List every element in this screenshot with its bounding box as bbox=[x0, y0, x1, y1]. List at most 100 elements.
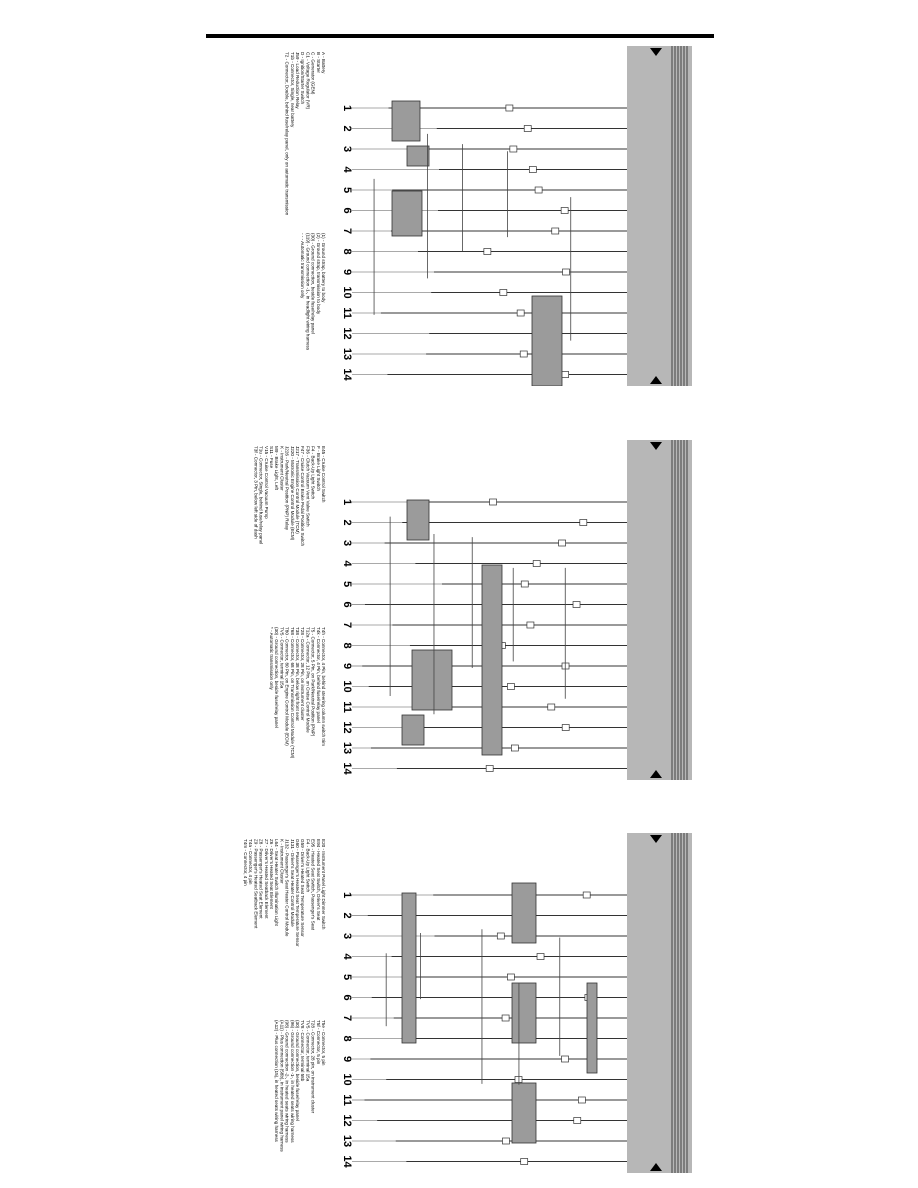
legend-entry-component: E95 - Heated Seat Switch, Passenger's Se… bbox=[311, 839, 316, 931]
component-module bbox=[511, 982, 537, 1044]
legend-entry-component: E94 - Heated Seat Switch, Driver's Seat bbox=[316, 839, 321, 921]
track-number: 7 bbox=[341, 1015, 353, 1021]
legend-entry-connection: T28 - Connector, 28 pin, on instrument c… bbox=[311, 1020, 316, 1114]
legend-entry-component: T4m - Connector, 4 pin bbox=[243, 839, 248, 886]
track-number: 8 bbox=[341, 248, 353, 254]
wire-connector bbox=[505, 104, 514, 112]
legend-entry-component: S11 - Fuse bbox=[269, 446, 274, 469]
legend-entry-connection: T5f - Connector, 5 pin bbox=[316, 1020, 321, 1065]
wire-connector bbox=[501, 1014, 510, 1022]
wire-connector bbox=[573, 1117, 582, 1124]
track-number: 5 bbox=[341, 974, 353, 980]
wire-connector bbox=[561, 1055, 569, 1063]
legend-entry-component: K - Instrument Cluster bbox=[279, 446, 284, 491]
legend-entry-component: T2 - Connector, Double, behind fuse/rela… bbox=[285, 52, 290, 216]
wire-connector bbox=[560, 207, 569, 214]
legend-entry-component: F47 - Cruise Control Brake Pedal Positio… bbox=[300, 446, 305, 547]
component-module bbox=[401, 892, 417, 1044]
legend-entry-connection: (30) - Ground connection, beside fuse/re… bbox=[274, 627, 279, 728]
fuse-relay-panel-band bbox=[627, 440, 692, 780]
legend-entry-component: T1b - Connector, Single, near battery bbox=[290, 52, 295, 128]
legend-entry-connection: T80 - Connector, 80 Pin, on Engine Contr… bbox=[285, 627, 290, 746]
track-number: 3 bbox=[341, 540, 353, 546]
track-number: 7 bbox=[341, 228, 353, 234]
legend-entry-connection: (1) - Ground strap, battery to body bbox=[321, 233, 326, 303]
legend-entry-component: M9 - Brake Light, Left bbox=[274, 446, 279, 491]
track-number: 13 bbox=[341, 742, 353, 754]
legend-entry-component: Z6 - Driver's Heated Seat Element bbox=[269, 839, 274, 910]
legend-entry-component: J220 - Motronic Engine Control Module (E… bbox=[290, 446, 295, 541]
track-number: 9 bbox=[341, 663, 353, 669]
legend-entry-component: E45 - Cruise Control Switch bbox=[321, 446, 326, 503]
legend-entry-component: T1u - Connector, Single, behind fuse/rel… bbox=[259, 446, 264, 544]
wiring-diagram-heated: 1234567891011121314Heated SeatsE20 - Ins… bbox=[243, 833, 713, 1173]
wire-connector bbox=[582, 891, 591, 899]
legend-entry-component: Z8 - Passenger's Heated Seat Element bbox=[259, 839, 264, 919]
diagram-panel-heated: 1234567891011121314Heated SeatsE20 - Ins… bbox=[232, 833, 713, 1173]
track-number: 9 bbox=[341, 1056, 353, 1062]
track-number: 14 bbox=[341, 1155, 353, 1168]
legend-entry-connection: T38 - Connector, 38 Pin, below right fro… bbox=[295, 627, 300, 721]
wire-connector bbox=[514, 1076, 523, 1083]
track-number: 3 bbox=[341, 933, 353, 939]
wire-connector bbox=[578, 1096, 586, 1104]
legend-entry-connection: (119) - Ground connection -1-, in headli… bbox=[305, 233, 310, 351]
legend-entry-component: Z9 - Passenger's Heated Seatback Element bbox=[253, 839, 258, 929]
legend-entry-connection: (96) - Ground connection -1-, in heated … bbox=[290, 1020, 295, 1143]
fuse-relay-panel-band bbox=[627, 833, 692, 1173]
legend-entry-component: J59 - Load Reduction Relay bbox=[295, 52, 300, 109]
wire-connector bbox=[499, 289, 508, 296]
track-number: 4 bbox=[341, 560, 353, 567]
wire-connector bbox=[572, 601, 581, 608]
wire-connector bbox=[496, 932, 505, 940]
legend-entry-component: T4a - Connector, 4 pin bbox=[248, 839, 253, 885]
legend-entry-connection: * - Automatic transmission only bbox=[269, 627, 274, 691]
legend-entry-component: J131 - Driver's Seat Heater Control Modu… bbox=[290, 839, 295, 927]
legend-entry-connection: T68 - Connector, 68 Pin, on Transmission… bbox=[290, 627, 295, 759]
component-module bbox=[411, 649, 453, 711]
track-number: 4 bbox=[341, 953, 353, 960]
legend-entry-component: J226 - Park/Neutral Position (PNP) Relay bbox=[285, 446, 290, 531]
track-number: 10 bbox=[341, 286, 353, 298]
legend-entry-component: C - Generator (GEN) bbox=[311, 52, 316, 95]
legend-entry-connection: TV5 - Connector, terminal 15a bbox=[305, 1020, 310, 1082]
legend-entry-component: G59 - Driver's Heated Seat Temperature S… bbox=[300, 839, 305, 937]
track-number: 13 bbox=[341, 1135, 353, 1147]
component-module bbox=[586, 982, 598, 1074]
component-module bbox=[511, 1082, 537, 1144]
track-number: 14 bbox=[341, 762, 353, 775]
legend-entry-connection: (30) - Ground connection, beside fuse/re… bbox=[311, 233, 316, 334]
wire-connector bbox=[520, 580, 529, 588]
wire-connector bbox=[562, 268, 570, 276]
wire-connector bbox=[558, 539, 566, 547]
component-module bbox=[511, 882, 537, 944]
legend-entry-component: Z7 - Driver's Heated Seatback Element bbox=[264, 839, 269, 919]
track-number: 4 bbox=[341, 166, 353, 173]
track-number: 1 bbox=[341, 105, 353, 111]
wiring-diagram-cruise: 1234567891011121314Cruise ControlE45 - C… bbox=[253, 440, 713, 780]
component-module bbox=[391, 100, 421, 142]
track-number: 10 bbox=[341, 1073, 353, 1085]
legend-entry-component: K - Instrument Cluster bbox=[279, 839, 284, 884]
legend-entry-connection: - - - Automatic transmission only bbox=[300, 233, 305, 299]
legend-entry-connection: T4h - Connector, 4 Pin, behind steering … bbox=[321, 627, 326, 746]
wire-connector bbox=[510, 744, 519, 752]
legend-entry-component: A - Battery bbox=[321, 52, 326, 74]
wire-connector bbox=[547, 703, 556, 711]
legend-entry-connection: (A12) - Plus connection (15), in heated … bbox=[274, 1020, 279, 1143]
wire-connector bbox=[551, 227, 560, 235]
track-number: 9 bbox=[341, 269, 353, 275]
continuation-arrow bbox=[650, 376, 662, 384]
wire-connector bbox=[519, 350, 528, 358]
wire-connector bbox=[534, 186, 543, 194]
legend-entry-component: J217 - Transmission Control Module (TCM) bbox=[295, 446, 300, 534]
track-number: 1 bbox=[341, 499, 353, 505]
fuse-relay-panel-band bbox=[627, 46, 692, 386]
legend-entry-connection: T28 - Connector, 28 Pin, on instrument c… bbox=[300, 627, 305, 721]
component-module bbox=[406, 499, 430, 541]
legend-entry-component: F - Brake Light Switch bbox=[316, 446, 321, 491]
legend-entry-connection: T12a - Connector, 12 Pin, on Cruise Cont… bbox=[305, 627, 310, 733]
track-number: 12 bbox=[341, 327, 353, 339]
legend-entry-connection: T5e - Connector, 5 pin bbox=[321, 1020, 326, 1066]
